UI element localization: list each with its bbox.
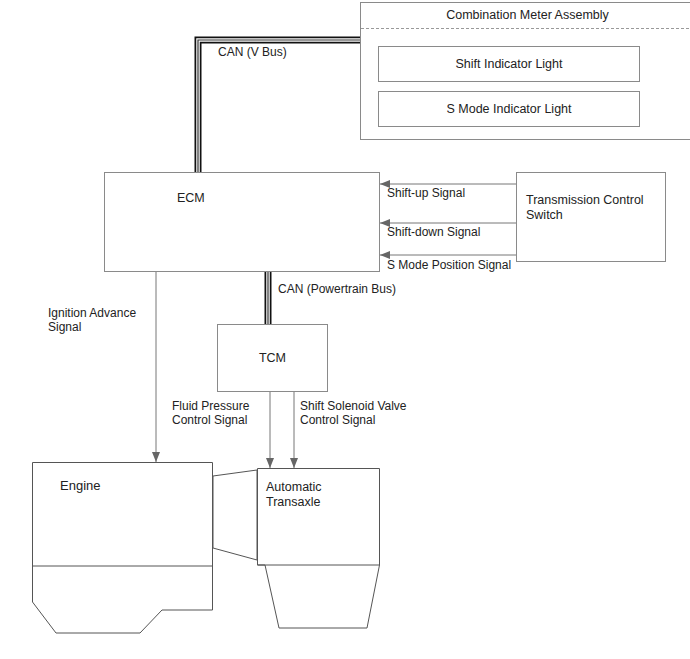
signal-label: CAN (Powertrain Bus) xyxy=(278,282,396,296)
signal-label: S Mode Position Signal xyxy=(387,258,511,272)
node-text: TCM xyxy=(259,351,286,366)
signal-arrow xyxy=(380,255,516,256)
signal-line xyxy=(380,223,516,224)
node-text: Automatic Transaxle xyxy=(266,480,366,510)
can-bus-line xyxy=(268,272,269,324)
meter-assembly-box: Combination Meter AssemblyShift Indicato… xyxy=(360,2,690,140)
node-text: Transmission Control Switch xyxy=(526,193,656,223)
signal-arrow xyxy=(156,272,157,462)
indicator-box: Shift Indicator Light xyxy=(378,46,640,82)
transaxle-shape: Automatic Transaxle xyxy=(257,468,380,631)
bus-gap xyxy=(198,40,360,172)
signal-arrow xyxy=(380,223,516,224)
signal-label: Shift Solenoid Valve Control Signal xyxy=(300,399,425,427)
signal-label: CAN (V Bus) xyxy=(218,45,287,59)
can-bus-line xyxy=(198,40,360,172)
indicator-box: S Mode Indicator Light xyxy=(378,91,640,127)
signal-line xyxy=(294,392,295,468)
outline xyxy=(32,462,213,634)
bus-core xyxy=(198,40,360,172)
signal-arrow xyxy=(270,392,271,468)
signal-line xyxy=(156,272,157,462)
signal-line xyxy=(380,255,516,256)
tcm-box: TCM xyxy=(217,324,328,392)
engine-shape: Engine xyxy=(32,462,213,634)
node-text: S Mode Indicator Light xyxy=(446,102,571,117)
signal-label: Shift-down Signal xyxy=(387,225,480,239)
node-text: Shift Indicator Light xyxy=(455,57,562,72)
bus-outer xyxy=(198,40,360,172)
bus-core xyxy=(267,272,268,324)
signal-line xyxy=(380,184,516,185)
signal-arrow xyxy=(380,184,516,185)
node-text: ECM xyxy=(177,191,205,206)
switch-box: Transmission Control Switch xyxy=(516,172,666,262)
torque-converter-housing xyxy=(213,470,257,560)
node-text: Engine xyxy=(60,478,100,493)
bus-gap xyxy=(266,272,270,324)
signal-label: Shift-up Signal xyxy=(387,186,465,200)
ecm-box: ECM xyxy=(104,172,380,272)
bus-outer xyxy=(265,272,272,324)
signal-arrow xyxy=(294,392,295,468)
node-text: Combination Meter Assembly xyxy=(361,3,690,29)
signal-label: Ignition Advance Signal xyxy=(48,306,148,334)
signal-label: Fluid Pressure Control Signal xyxy=(172,399,264,427)
signal-line xyxy=(270,392,271,468)
